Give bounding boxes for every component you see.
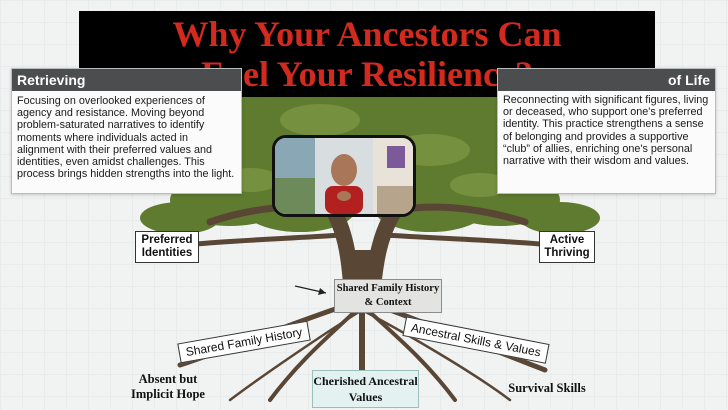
- absent-but-implicit-hope-label: Absent but Implicit Hope: [131, 372, 205, 401]
- active-thriving-label: Active Thriving: [539, 231, 595, 263]
- presenter-video-frame: [275, 138, 413, 214]
- retrieving-panel: Retrieving Focusing on overlooked experi…: [11, 68, 242, 194]
- retrieving-panel-body: Focusing on overlooked experiences of ag…: [17, 95, 235, 181]
- shared-family-context-label: Shared Family History & Context: [334, 279, 442, 313]
- title-line-1: Why Your Ancestors Can: [172, 14, 562, 54]
- preferred-identities-label: Preferred Identities: [135, 231, 199, 263]
- of-life-panel: of Life Reconnecting with significant fi…: [497, 68, 716, 194]
- survival-skills-label: Survival Skills: [508, 381, 586, 395]
- of-life-panel-body: Reconnecting with significant figures, l…: [503, 94, 709, 168]
- arrow-right-icon: [294, 285, 327, 295]
- retrieving-panel-heading: Retrieving: [12, 69, 241, 91]
- presenter-video[interactable]: [272, 135, 416, 217]
- cherished-ancestral-values-label: Cherished Ancestral Values: [312, 370, 419, 408]
- title-line-2: Fuel Your Resilience?: [201, 54, 533, 94]
- of-life-panel-heading: of Life: [498, 69, 715, 91]
